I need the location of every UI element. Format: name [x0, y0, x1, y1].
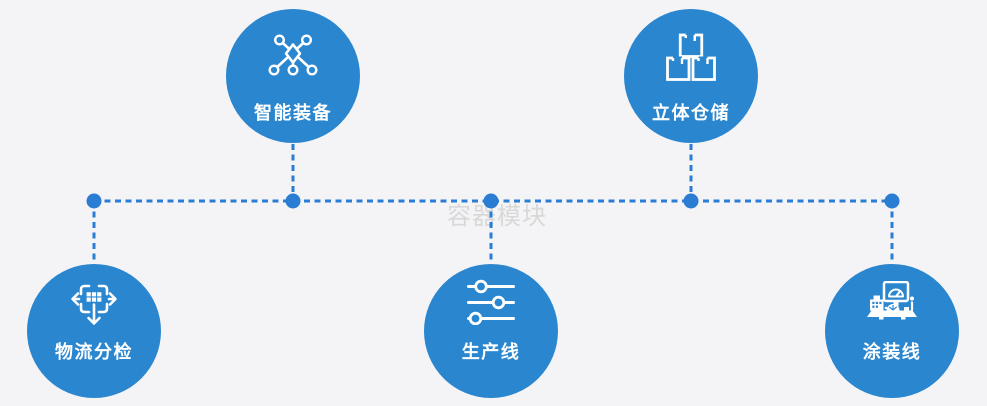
watermark: 容器模块 [447, 203, 547, 230]
junction-dot-4 [683, 193, 699, 209]
node-label: 物流分检 [55, 342, 133, 362]
node-logistics-sorting: 物流分检 [27, 264, 161, 398]
node-stereo-warehouse: 立体仓储 [624, 9, 758, 143]
molecule-network-icon [268, 34, 318, 76]
junction-dot-1 [86, 193, 102, 209]
node-smart-equipment: 智能装备 [226, 9, 360, 143]
sliders-icon [467, 279, 515, 325]
stacked-boxes-icon [666, 33, 716, 81]
node-coating-line: 涂装线 [825, 264, 959, 398]
node-label: 生产线 [461, 342, 521, 362]
node-label: 立体仓储 [652, 103, 730, 123]
junction-dot-5 [884, 193, 900, 209]
junction-dot-2 [285, 193, 301, 209]
node-label: 智能装备 [254, 103, 332, 123]
sorting-arrows-icon [71, 284, 117, 325]
machine-monitor-icon [867, 281, 917, 320]
node-label: 涂装线 [862, 342, 922, 362]
node-production-line: 生产线 [424, 264, 558, 398]
